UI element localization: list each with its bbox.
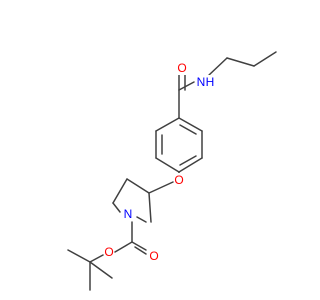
bond bbox=[112, 202, 121, 213]
bond bbox=[178, 81, 195, 91]
atom-label-background bbox=[196, 75, 206, 89]
bond bbox=[67, 249, 91, 263]
bond bbox=[179, 155, 197, 166]
bond bbox=[208, 57, 228, 76]
carbonyl-oxygen-label: O bbox=[177, 61, 186, 75]
bond bbox=[226, 57, 255, 67]
bond bbox=[126, 178, 150, 194]
atom-label-background bbox=[174, 173, 184, 187]
atom-label-background bbox=[123, 207, 133, 221]
atom-label-background bbox=[149, 249, 159, 263]
bond bbox=[253, 51, 277, 67]
amide-hydrogen-label: H bbox=[206, 75, 215, 89]
bond bbox=[179, 124, 197, 135]
atom-label-background bbox=[205, 75, 215, 89]
bond bbox=[112, 178, 128, 204]
atom-label-background bbox=[104, 245, 114, 259]
bond bbox=[155, 157, 180, 173]
bond bbox=[178, 117, 203, 132]
ester-carbonyl-oxygen-label: O bbox=[149, 249, 158, 263]
bond bbox=[114, 241, 133, 253]
pyrrolidine-nitrogen-label: N bbox=[124, 207, 133, 221]
bond bbox=[148, 181, 174, 194]
bond bbox=[89, 254, 104, 263]
bonds bbox=[67, 51, 277, 291]
amide-nitrogen-label: N bbox=[197, 75, 206, 89]
bond bbox=[148, 192, 152, 223]
bond bbox=[136, 216, 147, 223]
ether-oxygen-label: O bbox=[174, 173, 183, 187]
bond bbox=[178, 157, 203, 173]
bond bbox=[134, 246, 147, 255]
bond bbox=[89, 261, 113, 279]
ester-oxygen-label: O bbox=[104, 245, 113, 259]
atom-label-background bbox=[177, 61, 187, 75]
bond bbox=[131, 241, 147, 251]
bond bbox=[155, 117, 180, 132]
